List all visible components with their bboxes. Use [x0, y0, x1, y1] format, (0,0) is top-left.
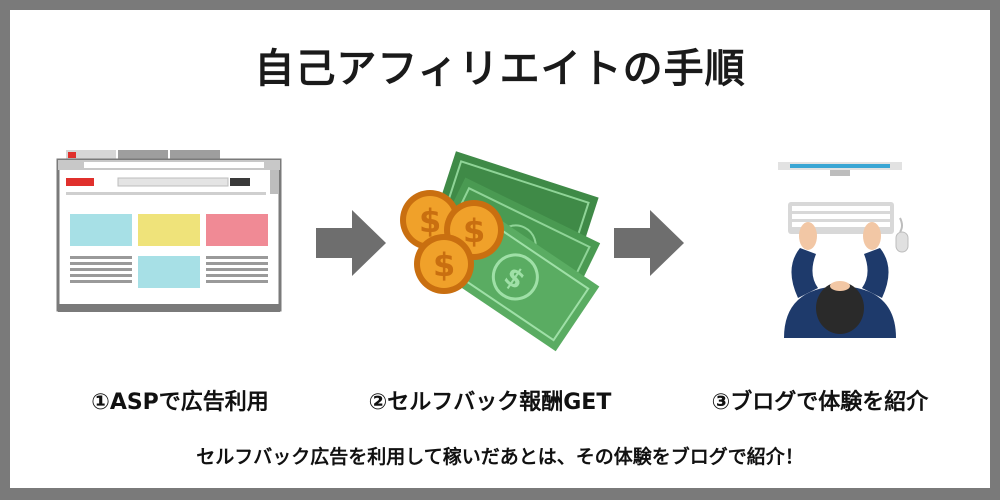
person-at-computer-icon — [778, 162, 909, 338]
arrow-right-icon — [614, 210, 684, 276]
step-2-label: ②セルフバック報酬GET — [368, 390, 612, 415]
step-1-label: ①ASPで広告利用 — [91, 390, 269, 415]
svg-text:$: $ — [463, 212, 485, 250]
browser-window-icon — [56, 150, 282, 312]
step-3-label: ③ブログで体験を紹介 — [711, 390, 929, 415]
arrow-right-icon — [316, 210, 386, 276]
diagram-title: 自己アフィリエイトの手順 — [254, 46, 746, 92]
money-coins-icon: $ $ $ $ — [400, 151, 601, 352]
svg-text:$: $ — [433, 246, 455, 284]
footer-caption: セルフバック広告を利用して稼いだあとは、その体験をブログで紹介！ — [196, 446, 804, 468]
svg-text:$: $ — [419, 202, 441, 240]
diagram-frame: 自己アフィリエイトの手順 — [10, 10, 990, 488]
